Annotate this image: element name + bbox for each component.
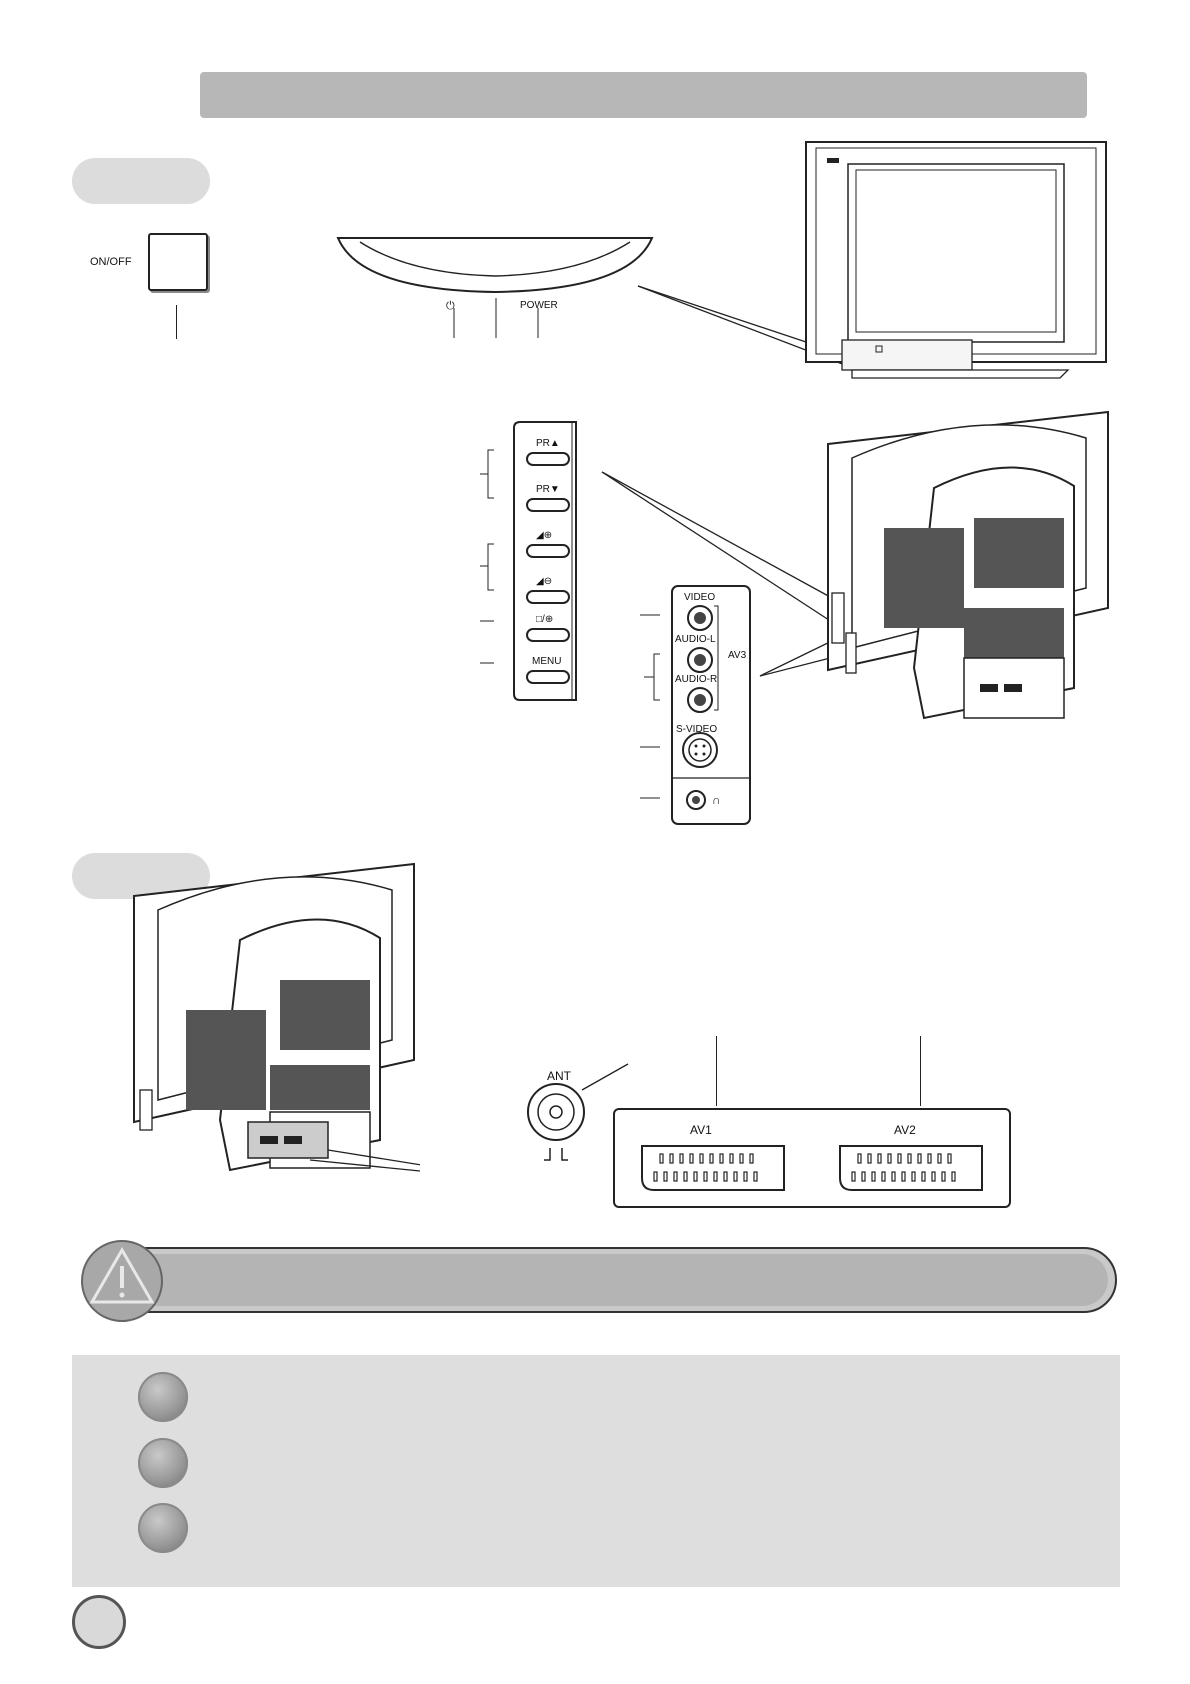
standby-icon: ⏻ — [446, 300, 455, 312]
side-buttons: PR▲ PR▼ ◢⊕ ◢⊖ □/⊕ MENU — [524, 432, 572, 702]
audio-r-label: AUDIO-R — [675, 674, 718, 685]
ant-label: ANT — [547, 1069, 571, 1083]
av3-panel-illustration — [640, 585, 751, 825]
svideo-label: S-VIDEO — [676, 724, 718, 735]
scart-sockets — [641, 1145, 983, 1191]
sun-icon — [138, 1438, 188, 1488]
side-button-label: □/⊕ — [536, 614, 554, 625]
on-off-button[interactable] — [148, 233, 208, 291]
menu-button[interactable] — [526, 670, 570, 684]
side-button-label: ◢⊕ — [536, 530, 553, 541]
page-number-circle — [72, 1595, 126, 1649]
rain-umbrella-icon — [138, 1372, 188, 1422]
tv-front-illustration — [637, 141, 1107, 379]
section-pill-front — [72, 158, 210, 204]
audio-l-label: AUDIO-L — [675, 634, 716, 645]
av3-label: AV3 — [728, 650, 747, 661]
no-fire-icon — [138, 1503, 188, 1553]
volume-down-button[interactable] — [526, 590, 570, 604]
pointer-lines — [601, 471, 839, 677]
front-panel-illustration — [336, 237, 654, 338]
leader-line — [176, 305, 177, 339]
headphone-icon: ∩ — [712, 793, 721, 807]
leader-line — [716, 1036, 717, 1106]
program-up-button[interactable] — [526, 452, 570, 466]
leader-line — [920, 1036, 921, 1106]
scart-panel — [613, 1108, 1011, 1208]
side-button-label: PR▲ — [536, 438, 560, 449]
av2-label: AV2 — [894, 1123, 916, 1137]
warning-band — [81, 1240, 1117, 1322]
video-label: VIDEO — [684, 592, 716, 603]
av1-label: AV1 — [690, 1123, 712, 1137]
on-off-label: ON/OFF — [90, 256, 132, 268]
volume-up-button[interactable] — [526, 544, 570, 558]
tv-rear-illustration-upper — [827, 410, 1109, 720]
ant-connector — [527, 1063, 629, 1161]
info-panel — [72, 1355, 1120, 1587]
tv-rear-illustration-lower — [133, 862, 420, 1172]
power-label: POWER — [520, 300, 558, 311]
program-down-button[interactable] — [526, 498, 570, 512]
side-button-label: PR▼ — [536, 484, 560, 495]
side-button-label: MENU — [532, 656, 562, 667]
side-button-label: ◢⊖ — [536, 576, 553, 587]
title-bar — [200, 72, 1087, 118]
tv-av-button[interactable] — [526, 628, 570, 642]
